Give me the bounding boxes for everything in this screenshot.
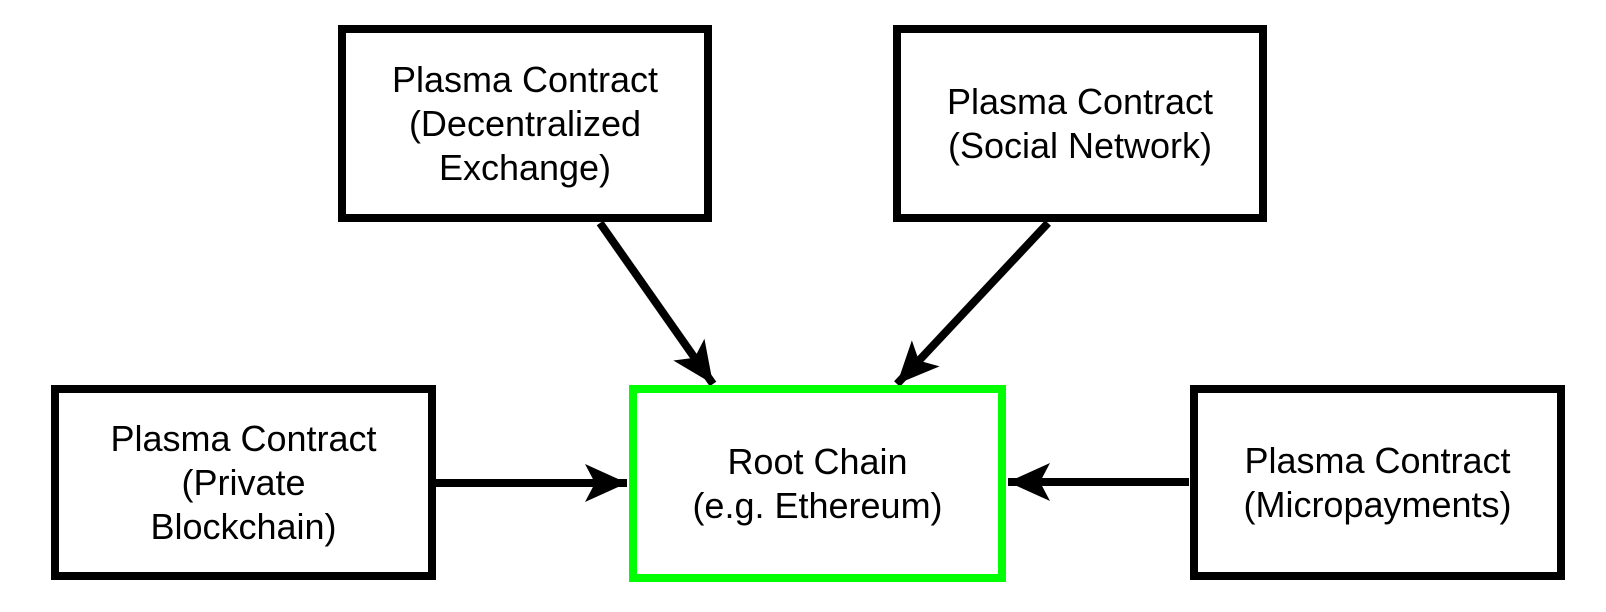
edge-social-to-root: [894, 220, 1051, 387]
node-label: Plasma Contract (Social Network): [946, 80, 1214, 166]
node-plasma-contract-social-network: Plasma Contract (Social Network): [893, 25, 1267, 222]
node-label: Plasma Contract (Decentralized Exchange): [391, 58, 659, 188]
edge-dex-to-root: [596, 220, 717, 387]
node-plasma-contract-private-blockchain: Plasma Contract (Private Blockchain): [51, 385, 436, 580]
node-label: Plasma Contract (Micropayments): [1243, 439, 1512, 525]
node-plasma-contract-micropayments: Plasma Contract (Micropayments): [1190, 385, 1565, 580]
node-label: Plasma Contract (Private Blockchain): [110, 417, 377, 547]
node-label: Root Chain (e.g. Ethereum): [692, 440, 943, 526]
node-plasma-contract-decentralized-exchange: Plasma Contract (Decentralized Exchange): [338, 25, 712, 222]
node-root-chain: Root Chain (e.g. Ethereum): [629, 385, 1006, 582]
